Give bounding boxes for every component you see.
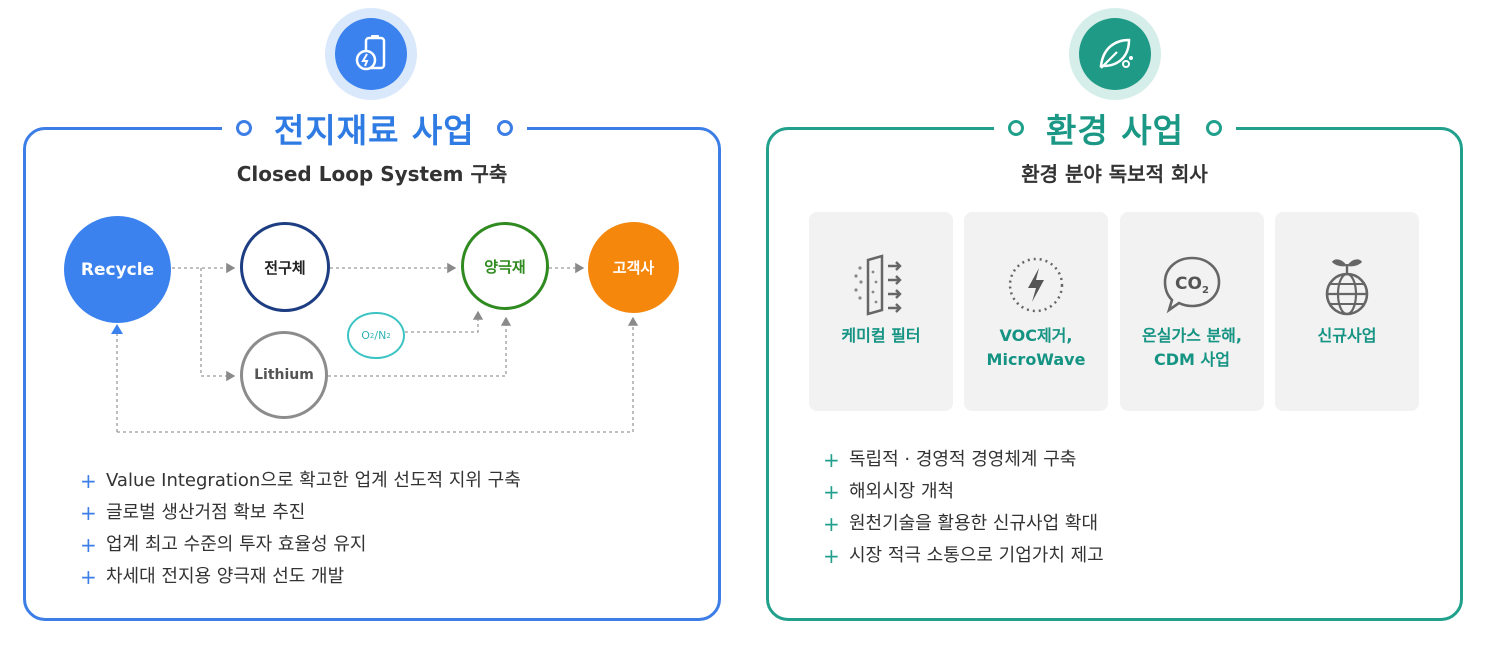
list-item: + 업계 최고 수준의 투자 효율성 유지	[80, 529, 521, 561]
list-item: + 차세대 전지용 양극재 선도 개발	[80, 561, 521, 593]
globe-plant-icon	[1325, 259, 1369, 316]
lithium-node: Lithium	[240, 331, 328, 419]
card-label-line1: 온실가스 분해,	[1142, 326, 1242, 345]
chemical-filter-card: 케미컬 필터	[809, 212, 953, 411]
lightning-icon	[1008, 257, 1064, 313]
card-label: VOC제거, MicroWave	[964, 324, 1108, 372]
battery-materials-bullets: + Value Integration으로 확고한 업계 선도적 지위 구축 + 글…	[80, 465, 521, 593]
filter-icon	[854, 254, 902, 316]
n2-label: N	[378, 329, 387, 342]
card-label: 케미컬 필터	[841, 326, 921, 345]
title-ring-right	[496, 120, 513, 136]
leaf-badge	[1069, 8, 1161, 100]
bullet-text: 독립적 · 경영적 경영체계 구축	[849, 449, 1077, 470]
ghg-decomposition-card: CO 2 온실가스 분해, CDM 사업	[1120, 212, 1264, 411]
battery-materials-subtitle: Closed Loop System 구축	[236, 162, 508, 186]
environment-subtitle: 환경 분야 독보적 회사	[1021, 162, 1208, 186]
voc-removal-card: VOC제거, MicroWave	[964, 212, 1108, 411]
title-ring-left	[1008, 120, 1024, 136]
plus-icon: +	[80, 469, 97, 493]
plus-icon: +	[80, 533, 97, 557]
customer-node: 고객사	[588, 222, 679, 313]
cathode-node: 양극재	[461, 222, 549, 310]
o2-label: O	[361, 329, 370, 342]
plus-icon: +	[823, 448, 840, 472]
battery-materials-title: 전지재료 사업	[274, 111, 475, 150]
battery-icon	[355, 35, 386, 71]
environment-bullets: + 독립적 · 경영적 경영체계 구축 + 해외시장 개척 + 원천기술을 활용한 신…	[823, 444, 1104, 572]
plus-icon: +	[80, 501, 97, 525]
list-item: + 독립적 · 경영적 경영체계 구축	[823, 444, 1104, 476]
o2-subscript: 2	[369, 331, 375, 340]
svg-text:CO: CO	[1175, 274, 1202, 294]
environment-title-bar: 환경 사업	[994, 100, 1236, 156]
bullet-text: 원천기술을 활용한 신규사업 확대	[849, 513, 1099, 534]
card-label: 신규사업	[1317, 326, 1377, 345]
list-item: + Value Integration으로 확고한 업계 선도적 지위 구축	[80, 465, 521, 497]
bullet-text: 시장 적극 소통으로 기업가치 제고	[849, 545, 1104, 566]
new-business-card: 신규사업	[1275, 212, 1419, 411]
card-label-line2: MicroWave	[986, 350, 1086, 369]
co2-icon: CO 2	[1163, 256, 1221, 314]
card-label-line1: VOC제거,	[999, 326, 1073, 345]
battery-badge	[325, 8, 417, 100]
leaf-icon	[1099, 38, 1133, 69]
plus-icon: +	[823, 544, 840, 568]
title-ring-left	[236, 120, 252, 136]
bullet-text: 업계 최고 수준의 투자 효율성 유지	[106, 534, 367, 555]
battery-materials-title-bar: 전지재료 사업	[222, 100, 527, 156]
precursor-node: 전구체	[240, 222, 330, 312]
card-label: 온실가스 분해, CDM 사업	[1120, 324, 1264, 372]
svg-text:2: 2	[1202, 285, 1209, 296]
bullet-text: 해외시장 개척	[849, 481, 955, 502]
list-item: + 글로벌 생산거점 확보 추진	[80, 497, 521, 529]
n2-subscript: 2	[386, 331, 391, 340]
plus-icon: +	[823, 480, 840, 504]
environment-title: 환경 사업	[1046, 111, 1184, 150]
card-label-line2: CDM 사업	[1154, 350, 1230, 369]
recycle-node: Recycle	[64, 216, 171, 323]
bullet-text: Value Integration으로 확고한 업계 선도적 지위 구축	[106, 470, 521, 491]
list-item: + 시장 적극 소통으로 기업가치 제고	[823, 540, 1104, 572]
bullet-text: 글로벌 생산거점 확보 추진	[106, 502, 306, 523]
bullet-text: 차세대 전지용 양극재 선도 개발	[106, 566, 345, 587]
plus-icon: +	[80, 565, 97, 589]
plus-icon: +	[823, 512, 840, 536]
list-item: + 해외시장 개척	[823, 476, 1104, 508]
gas-separator: /	[374, 329, 379, 342]
battery-materials-panel	[23, 127, 721, 621]
list-item: + 원천기술을 활용한 신규사업 확대	[823, 508, 1104, 540]
title-ring-right	[1205, 120, 1222, 136]
